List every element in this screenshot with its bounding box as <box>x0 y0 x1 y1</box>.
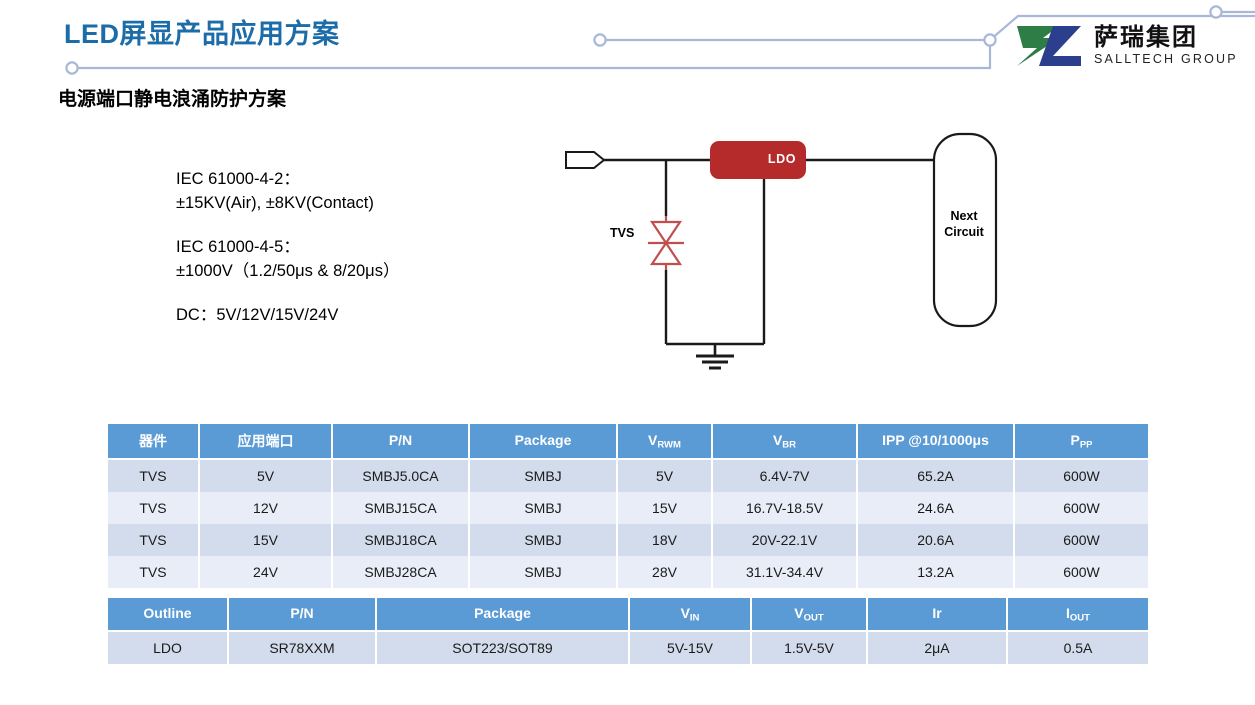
tvs-label: TVS <box>610 226 635 240</box>
cell-ipp: 13.2A <box>857 556 1015 589</box>
cell-vbr: 16.7V-18.5V <box>712 492 858 525</box>
table-header-row: Outline P/N Package VIN VOUT Ir IOUT <box>108 598 1148 633</box>
circuit-diagram: TVS LDO Next Circuit <box>548 128 1028 388</box>
section-title: 电源端口静电浪涌防护方案 <box>58 89 287 110</box>
cell-package: SMBJ <box>469 459 618 493</box>
cell-device: TVS <box>108 524 200 557</box>
next-circuit-label-line1: Next <box>950 209 978 223</box>
cell-ppp: 600W <box>1014 556 1148 589</box>
cell-iout: 0.5A <box>1007 631 1148 665</box>
spec-group-surge: IEC 61000-4-5： ±1000V（1.2/50μs & 8/20μs） <box>176 236 399 284</box>
cell-outline: LDO <box>108 631 229 665</box>
cell-pn: SMBJ15CA <box>332 492 470 525</box>
column-header-iout: IOUT <box>1007 598 1148 633</box>
cell-package: SMBJ <box>469 524 618 557</box>
spec-line: IEC 61000-4-5： <box>176 237 300 256</box>
cell-vbr: 20V-22.1V <box>712 524 858 557</box>
cell-vbr: 31.1V-34.4V <box>712 556 858 589</box>
cell-vrwm: 18V <box>617 524 713 557</box>
table-header-row: 器件 应用端口 P/N Package VRWM VBR IPP @10/100… <box>108 424 1148 461</box>
column-header-package: Package <box>376 598 630 633</box>
cell-package: SOT223/SOT89 <box>376 631 630 665</box>
ldo-specification-table: Outline P/N Package VIN VOUT Ir IOUT LDO… <box>108 598 1148 665</box>
cell-port: 5V <box>199 459 333 493</box>
column-header-vbr: VBR <box>712 424 858 461</box>
logo-company-name-en: SALLTECH GROUP <box>1094 52 1238 67</box>
table-row: LDO SR78XXM SOT223/SOT89 5V-15V 1.5V-5V … <box>108 631 1148 665</box>
column-header-outline: Outline <box>108 598 229 633</box>
cell-pn: SMBJ28CA <box>332 556 470 589</box>
cell-pn: SMBJ18CA <box>332 524 470 557</box>
cell-port: 24V <box>199 556 333 589</box>
cell-vbr: 6.4V-7V <box>712 459 858 493</box>
tvs-specification-table: 器件 应用端口 P/N Package VRWM VBR IPP @10/100… <box>108 424 1148 589</box>
column-header-port: 应用端口 <box>199 424 333 461</box>
table-row: TVS 24V SMBJ28CA SMBJ 28V 31.1V-34.4V 13… <box>108 556 1148 589</box>
header-decoration <box>65 5 1255 75</box>
cell-port: 12V <box>199 492 333 525</box>
column-header-ppp: PPP <box>1014 424 1148 461</box>
spec-line: ±15KV(Air), ±8KV(Contact) <box>176 193 374 212</box>
logo-company-name-cn: 萨瑞集团 <box>1094 24 1198 52</box>
ground-symbol <box>696 344 734 370</box>
logo-text: 萨瑞集团 SALLTECH GROUP <box>1094 26 1238 66</box>
column-header-vrwm: VRWM <box>617 424 713 461</box>
salltech-logo-mark <box>1017 26 1081 66</box>
table-row: TVS 15V SMBJ18CA SMBJ 18V 20V-22.1V 20.6… <box>108 524 1148 557</box>
company-logo: 萨瑞集团 SALLTECH GROUP <box>1013 22 1238 70</box>
column-header-pn: P/N <box>332 424 470 461</box>
cell-package: SMBJ <box>469 492 618 525</box>
cell-vout: 1.5V-5V <box>751 631 868 665</box>
next-circuit-block <box>932 132 998 328</box>
cell-vin: 5V-15V <box>629 631 752 665</box>
cell-ppp: 600W <box>1014 492 1148 525</box>
specification-text: IEC 61000-4-2： ±15KV(Air), ±8KV(Contact)… <box>176 168 399 328</box>
column-header-device: 器件 <box>108 424 200 461</box>
cell-pn: SMBJ5.0CA <box>332 459 470 493</box>
cell-package: SMBJ <box>469 556 618 589</box>
column-header-vin: VIN <box>629 598 752 633</box>
column-header-vout: VOUT <box>751 598 868 633</box>
table-row: TVS 12V SMBJ15CA SMBJ 15V 16.7V-18.5V 24… <box>108 492 1148 525</box>
cell-ipp: 20.6A <box>857 524 1015 557</box>
spec-line: ±1000V（1.2/50μs & 8/20μs） <box>176 261 400 280</box>
next-circuit-label-line2: Circuit <box>944 224 984 239</box>
cell-ppp: 600W <box>1014 459 1148 493</box>
cell-vrwm: 15V <box>617 492 713 525</box>
spec-line: IEC 61000-4-2： <box>176 170 300 188</box>
page-title: LED屏显产品应用方案 <box>64 19 340 49</box>
cell-ir: 2μA <box>867 631 1008 665</box>
column-header-pn: P/N <box>228 598 377 633</box>
spec-line: DC：5V/12V/15V/24V <box>176 305 339 324</box>
tvs-diode-symbol <box>648 216 684 270</box>
column-header-package: Package <box>469 424 618 461</box>
table-row: TVS 5V SMBJ5.0CA SMBJ 5V 6.4V-7V 65.2A 6… <box>108 459 1148 493</box>
column-header-ipp: IPP @10/1000μs <box>857 424 1015 461</box>
cell-port: 15V <box>199 524 333 557</box>
cell-pn: SR78XXM <box>228 631 377 665</box>
ldo-block <box>710 141 806 179</box>
cell-device: TVS <box>108 556 200 589</box>
spec-group-esd: IEC 61000-4-2： ±15KV(Air), ±8KV(Contact) <box>176 168 399 216</box>
cell-ppp: 600W <box>1014 524 1148 557</box>
circuit-diagram-svg <box>565 132 998 370</box>
cell-vrwm: 5V <box>617 459 713 493</box>
cell-ipp: 65.2A <box>857 459 1015 493</box>
spec-group-dc: DC：5V/12V/15V/24V <box>176 304 399 328</box>
cell-ipp: 24.6A <box>857 492 1015 525</box>
cell-device: TVS <box>108 492 200 525</box>
column-header-ir: Ir <box>867 598 1008 633</box>
next-circuit-label: Next Circuit <box>928 209 1000 240</box>
cell-vrwm: 28V <box>617 556 713 589</box>
ldo-label: LDO <box>767 152 797 166</box>
cell-device: TVS <box>108 459 200 493</box>
